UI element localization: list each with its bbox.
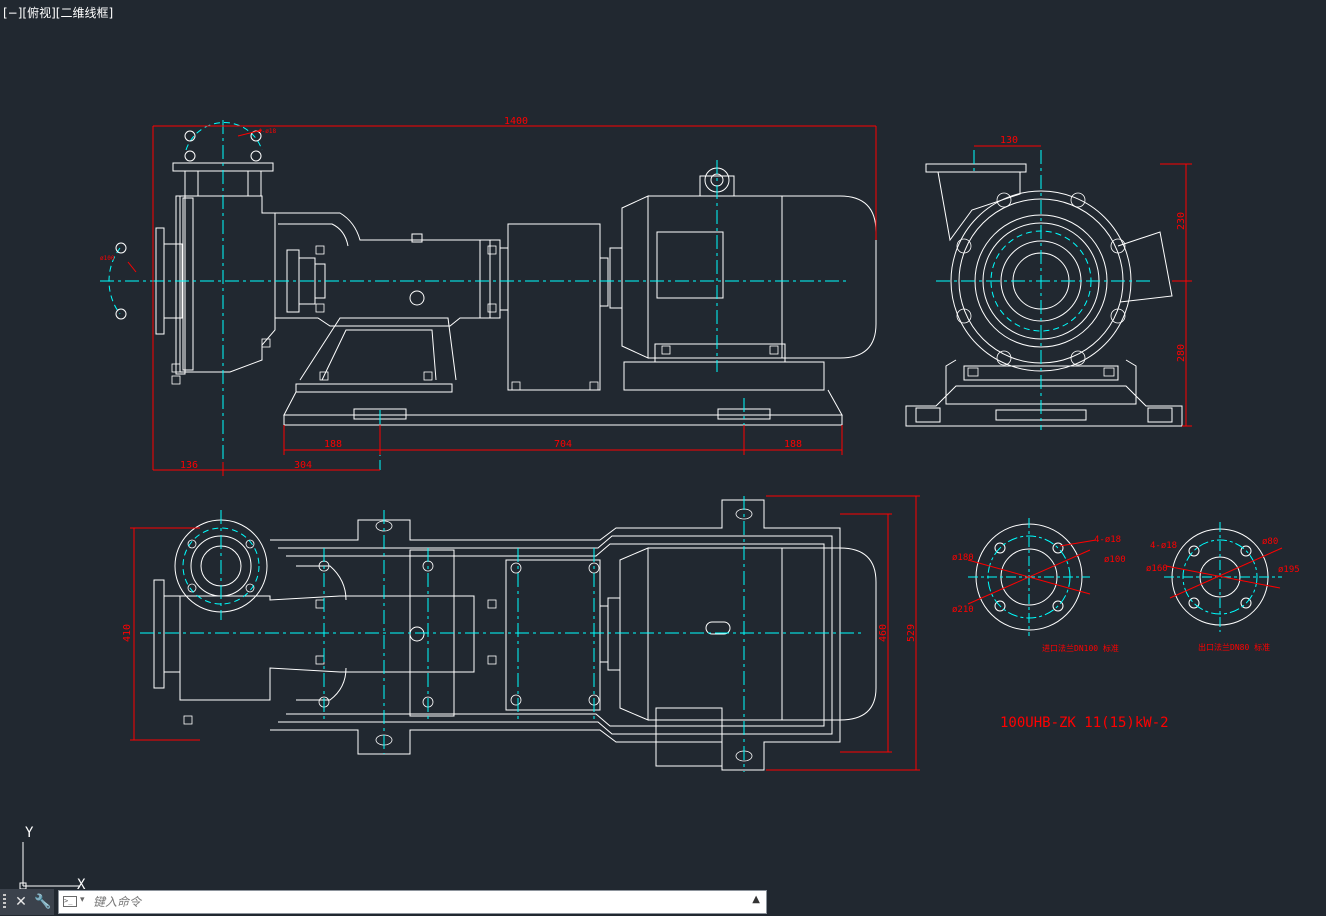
ucs-x-label: X bbox=[77, 877, 86, 893]
model-label: 100UHB-ZK 11(15)kW-2 bbox=[1000, 715, 1169, 731]
command-prompt-icon[interactable]: >_ bbox=[63, 896, 77, 907]
dim-front-outlet-offset: 136 bbox=[180, 460, 198, 471]
front-elevation-flange-bolts bbox=[115, 130, 262, 320]
dim-plan-inlet-width: 410 bbox=[122, 624, 133, 642]
dim-front-flange-dia: ø100 bbox=[100, 255, 115, 262]
dim-side-upper-height: 230 bbox=[1176, 212, 1187, 230]
command-input-container: >_ ▾ ▲ bbox=[58, 890, 767, 914]
outlet-flange-caption: 出口法兰DN80 标准 bbox=[1198, 642, 1270, 652]
command-line-bar: ✕ 🔧 >_ ▾ ▲ bbox=[0, 889, 768, 915]
outlet-flange-outer-dia: ø195 bbox=[1278, 565, 1300, 575]
plan-view-centerlines bbox=[140, 496, 862, 772]
dim-front-total-length: 1400 bbox=[504, 116, 528, 127]
ucs-y-label: Y bbox=[25, 825, 34, 841]
dim-plan-total-width: 529 bbox=[906, 624, 917, 642]
wrench-icon[interactable]: 🔧 bbox=[32, 889, 54, 915]
inlet-flange-bolt-circle: ø180 bbox=[952, 553, 974, 563]
chevron-up-icon[interactable]: ▲ bbox=[752, 894, 760, 905]
chevron-down-icon[interactable]: ▾ bbox=[80, 895, 85, 905]
side-elevation-dimensions bbox=[974, 145, 1192, 427]
inlet-flange-holes: 4-ø18 bbox=[1094, 535, 1121, 545]
outlet-flange-holes: 4-ø18 bbox=[1150, 541, 1177, 551]
dim-plan-base-width: 460 bbox=[878, 624, 889, 642]
inlet-flange-leaders bbox=[967, 539, 1097, 605]
dim-side-outlet-width: 130 bbox=[1000, 135, 1018, 146]
dim-front-base-right: 188 bbox=[784, 439, 802, 450]
command-input[interactable] bbox=[93, 891, 733, 913]
ucs-icon bbox=[19, 842, 80, 890]
dim-front-base-middle: 704 bbox=[554, 439, 572, 450]
close-icon[interactable]: ✕ bbox=[10, 889, 32, 915]
outlet-flange-bore: ø80 bbox=[1262, 537, 1278, 547]
plan-view bbox=[153, 499, 877, 771]
front-elevation-dimensions bbox=[127, 125, 877, 476]
dim-front-flange-holes: 4-ø18 bbox=[258, 128, 276, 135]
dim-side-lower-height: 280 bbox=[1176, 344, 1187, 362]
viewport-controls-label[interactable]: [−][俯视][二维线框] bbox=[3, 6, 114, 20]
inlet-flange-caption: 进口法兰DN100 标准 bbox=[1042, 643, 1119, 653]
dim-front-base-left: 188 bbox=[324, 439, 342, 450]
inlet-flange-outer-dia: ø210 bbox=[952, 605, 974, 615]
front-elevation-centerlines bbox=[100, 120, 850, 470]
outlet-flange-leaders bbox=[1165, 547, 1283, 599]
side-elevation-centerlines bbox=[936, 150, 1150, 430]
inlet-flange-bore: ø100 bbox=[1104, 555, 1126, 565]
front-elevation-view bbox=[155, 162, 877, 426]
command-line-grip-handle[interactable] bbox=[0, 889, 10, 915]
side-elevation-view bbox=[905, 163, 1183, 427]
plan-view-dimensions bbox=[130, 495, 920, 771]
dim-front-shaft-offset: 304 bbox=[294, 460, 312, 471]
outlet-flange-bolt-circle: ø160 bbox=[1146, 564, 1168, 574]
